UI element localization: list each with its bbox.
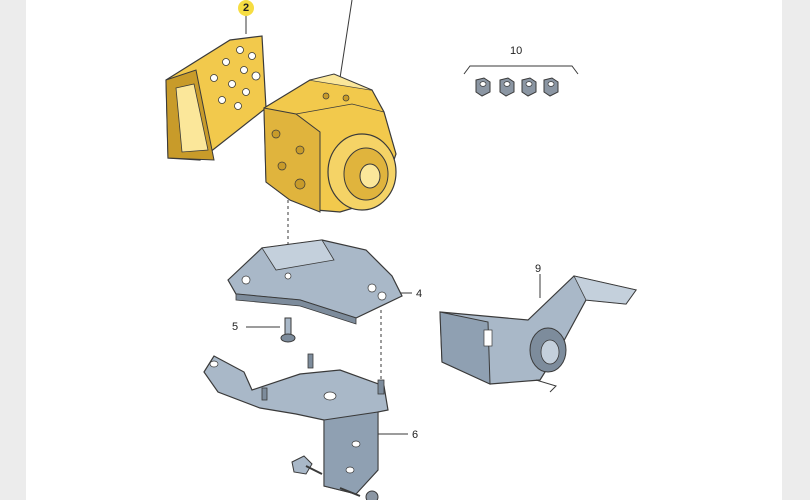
callout-9: 9 [535,263,542,275]
bolt [280,317,296,343]
callout-10: 10 [510,45,523,57]
lower-bracket [203,353,389,495]
side-bracket [439,275,638,393]
bottom-fasteners [291,455,379,500]
right-margin-band [782,0,810,500]
nuts-set [475,77,559,97]
hydraulic-unit [263,73,397,213]
callout-5: 5 [232,321,239,333]
callout-2: 2 [238,0,254,16]
callout-4: 4 [416,288,423,300]
callout-6: 6 [412,429,419,441]
bracket-10 [463,65,579,75]
left-margin-band [0,0,26,500]
upper-bracket [227,239,403,325]
control-unit-plate [165,35,267,161]
